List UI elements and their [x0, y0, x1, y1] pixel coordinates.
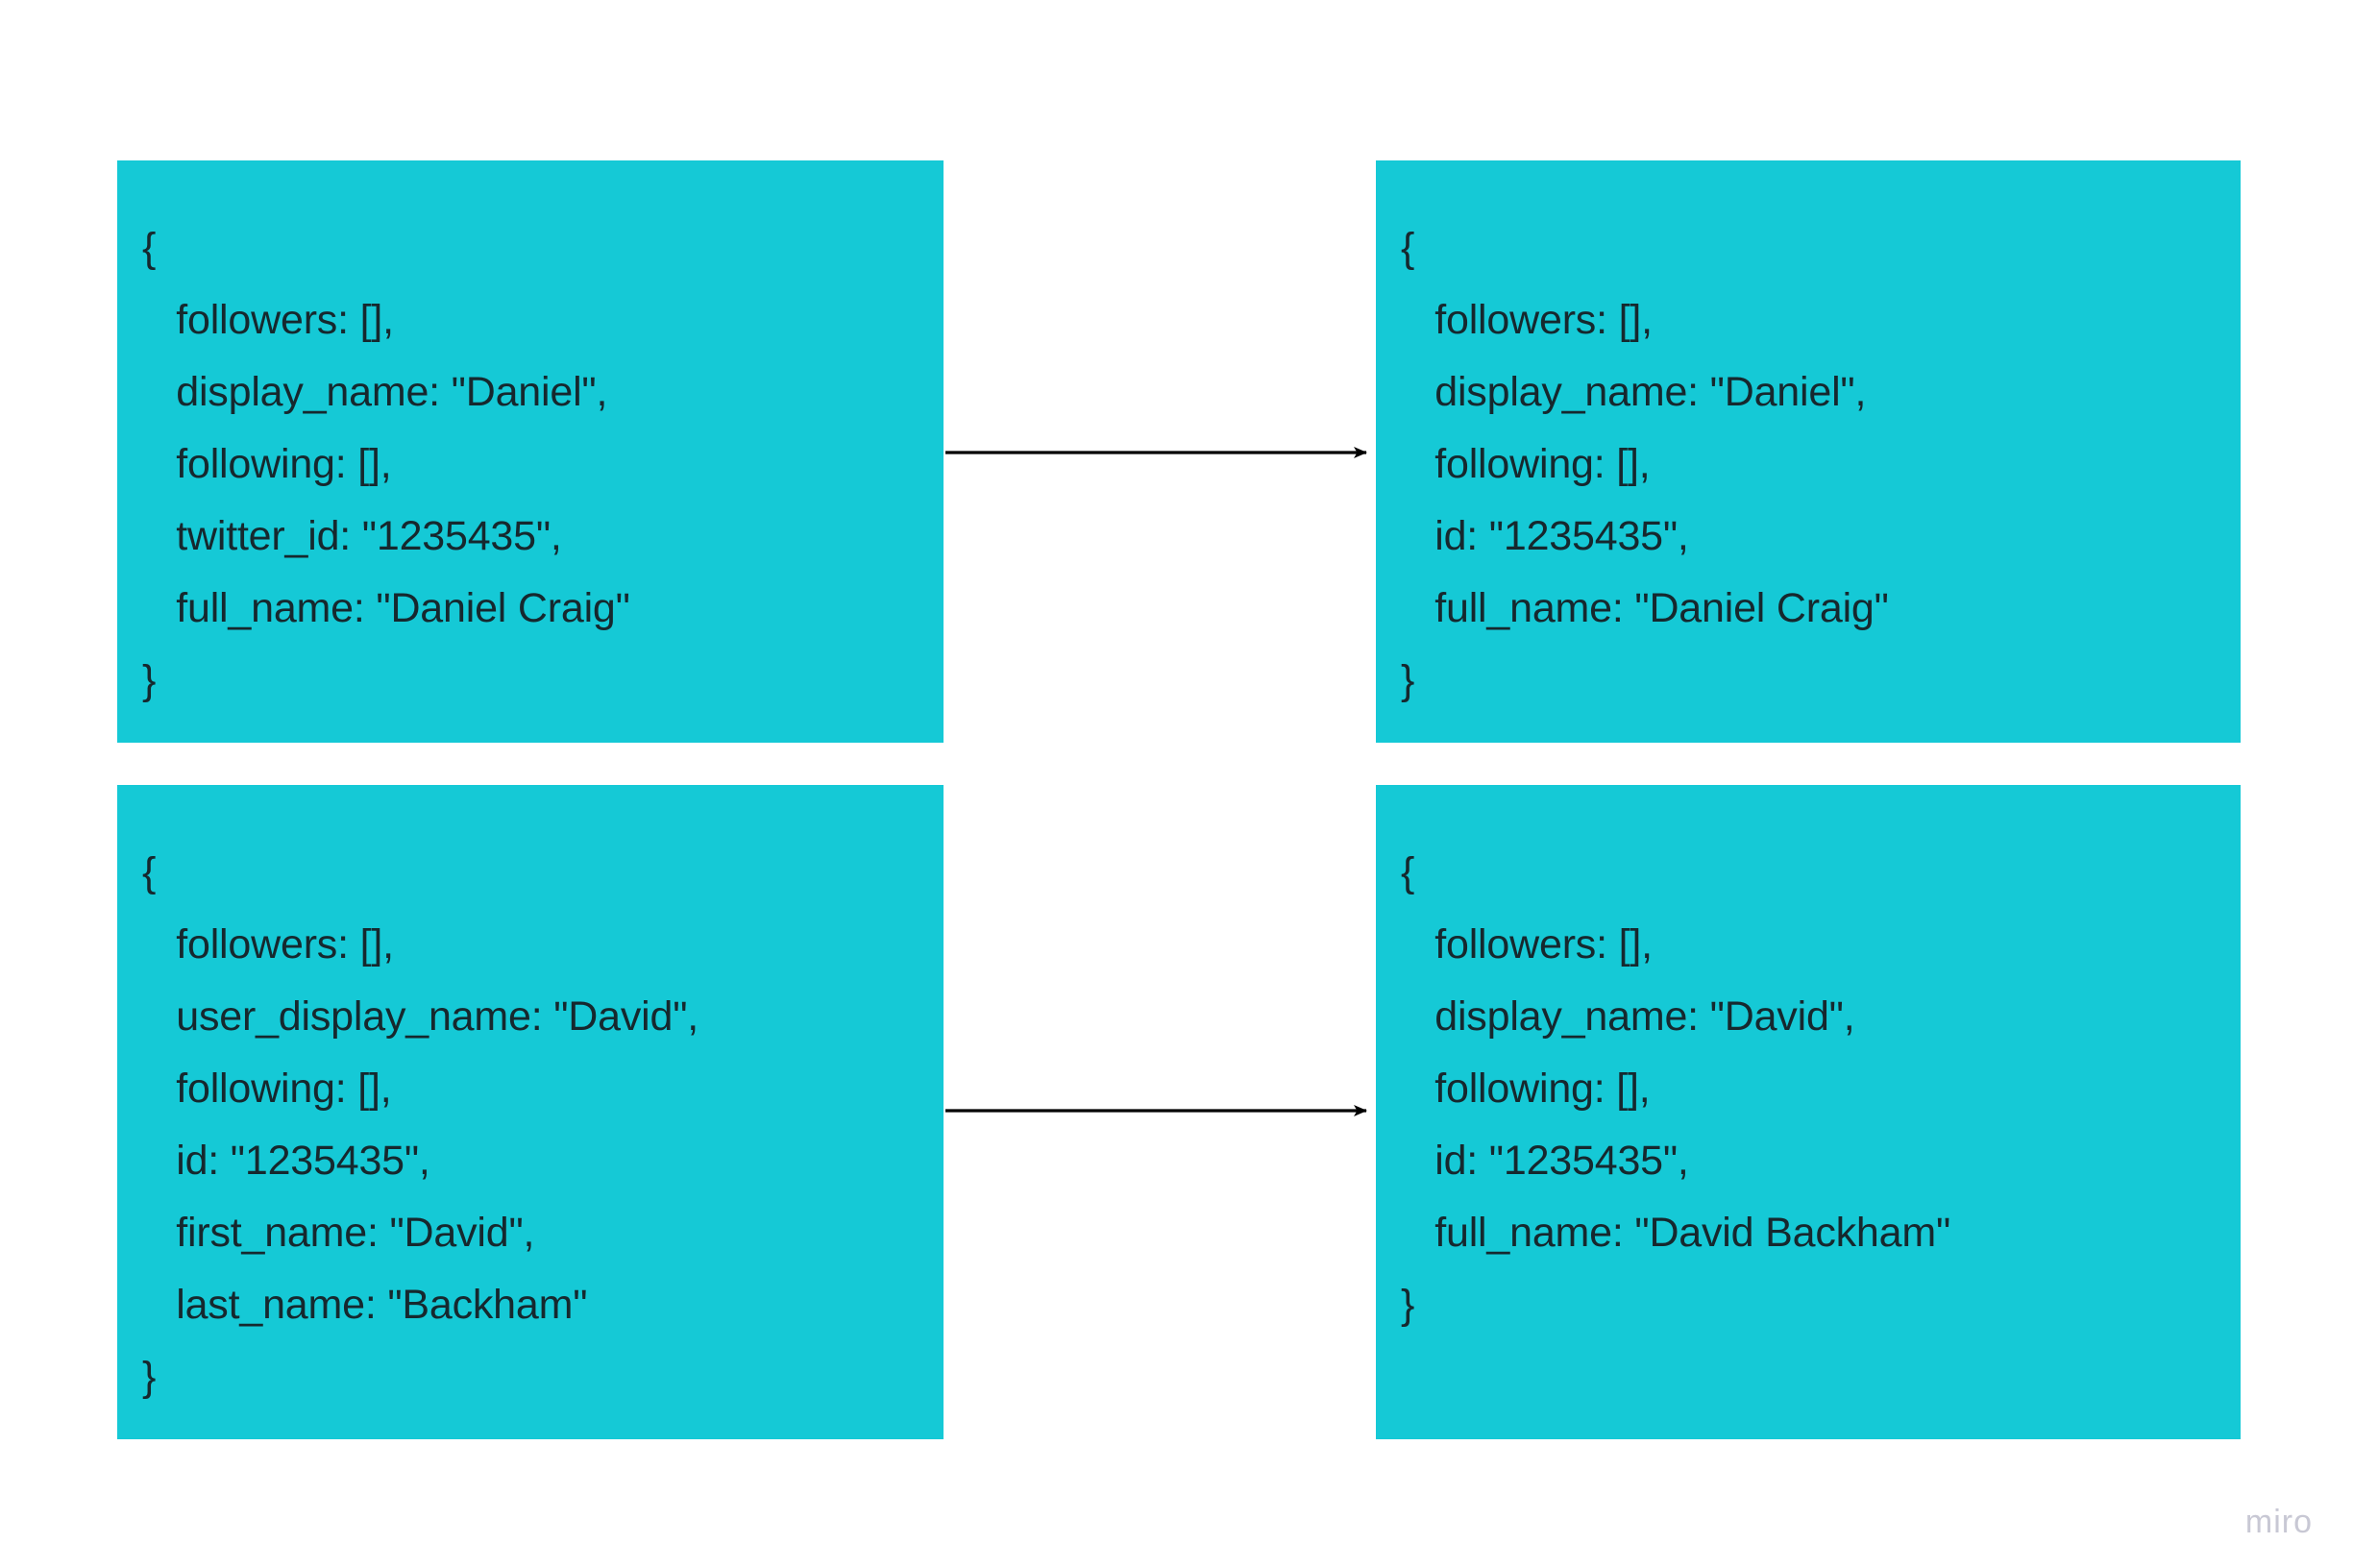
card-target-daniel-text: { followers: [], display_name: "Daniel",… [1401, 225, 1889, 703]
connector-arrow-bottom[interactable] [940, 1081, 1382, 1140]
card-source-david-text: { followers: [], user_display_name: "Dav… [142, 849, 699, 1400]
card-source-daniel-text: { followers: [], display_name: "Daniel",… [142, 225, 630, 703]
card-source-daniel[interactable]: { followers: [], display_name: "Daniel",… [117, 160, 944, 743]
miro-watermark: miro [2244, 1504, 2313, 1540]
card-target-daniel[interactable]: { followers: [], display_name: "Daniel",… [1376, 160, 2241, 743]
connector-arrow-top[interactable] [940, 423, 1382, 482]
card-target-david-text: { followers: [], display_name: "David", … [1401, 849, 1951, 1328]
card-target-david[interactable]: { followers: [], display_name: "David", … [1376, 785, 2241, 1439]
card-source-david[interactable]: { followers: [], user_display_name: "Dav… [117, 785, 944, 1439]
